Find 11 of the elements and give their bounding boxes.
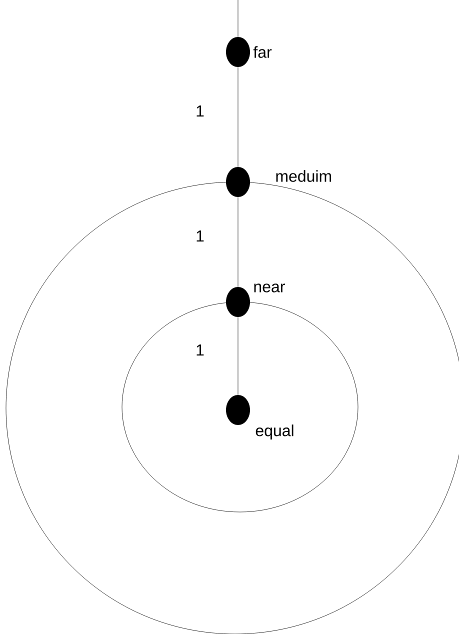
dot-label: far xyxy=(253,46,272,58)
edge-label: 1 xyxy=(196,344,204,356)
edge-label: 1 xyxy=(196,230,204,242)
dot-label: equal xyxy=(256,424,294,440)
dot xyxy=(226,287,250,317)
edge-label: 1 xyxy=(196,106,204,116)
dot xyxy=(226,395,250,425)
dot xyxy=(226,167,250,197)
dot-label: meduim xyxy=(276,170,332,182)
dot xyxy=(226,37,250,67)
dot-label: near xyxy=(254,284,285,292)
